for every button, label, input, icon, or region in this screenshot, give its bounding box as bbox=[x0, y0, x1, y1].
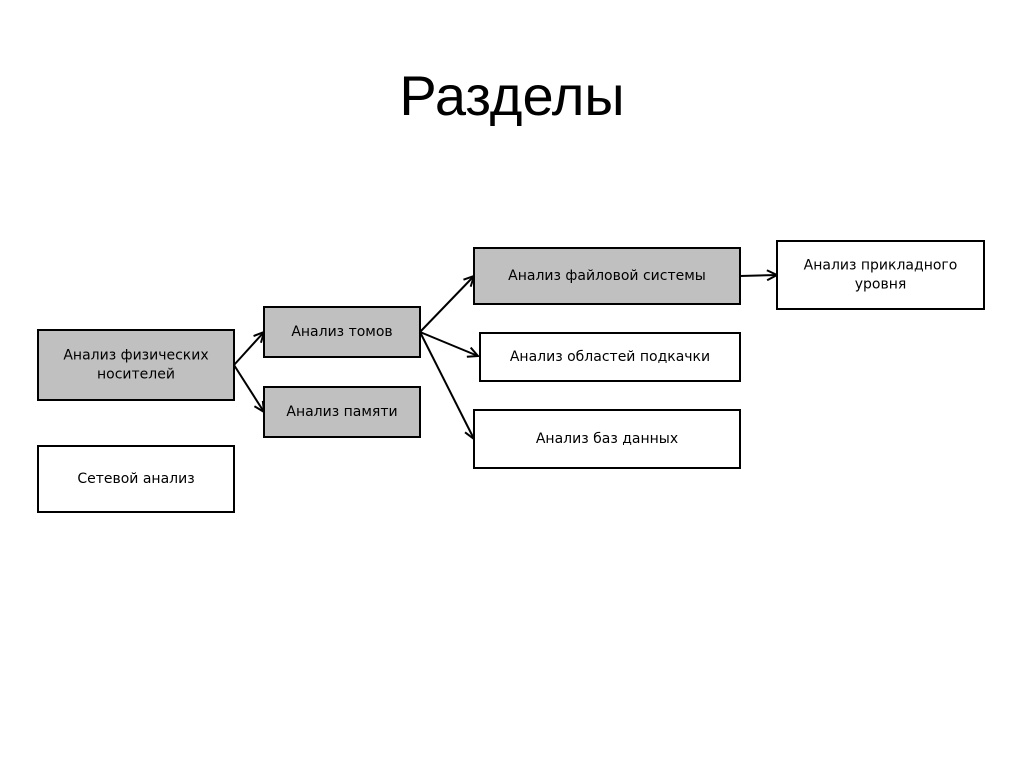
arrow-physical-to-memory bbox=[233, 364, 264, 412]
node-label-physical-0: Анализ физических bbox=[63, 348, 208, 364]
node-box-swap bbox=[479, 332, 741, 382]
node-application: Анализ прикладного уровня bbox=[776, 240, 985, 310]
arrow-filesystem-to-application bbox=[739, 275, 777, 276]
node-box-filesystem bbox=[473, 247, 741, 305]
node-box-network bbox=[37, 445, 235, 513]
node-label-filesystem-0: Анализ файловой системы bbox=[508, 268, 706, 284]
node-label-swap-0: Анализ областей подкачки bbox=[510, 349, 710, 365]
arrow-volumes-to-databases bbox=[419, 331, 474, 439]
node-label-network-0: Сетевой анализ bbox=[77, 471, 194, 487]
edges-layer bbox=[233, 275, 777, 439]
node-label-application-1: уровня bbox=[855, 277, 907, 293]
node-box-volumes bbox=[263, 306, 421, 358]
node-swap: Анализ областей подкачки bbox=[479, 332, 741, 382]
slide-title: Разделы bbox=[399, 64, 625, 127]
node-label-databases-0: Анализ баз данных bbox=[536, 431, 678, 447]
node-label-volumes-0: Анализ томов bbox=[291, 324, 392, 340]
node-label-application-0: Анализ прикладного bbox=[804, 258, 958, 274]
node-box-databases bbox=[473, 409, 741, 469]
node-box-memory bbox=[263, 386, 421, 438]
arrow-volumes-to-filesystem bbox=[419, 276, 474, 333]
node-volumes: Анализ томов bbox=[263, 306, 421, 358]
node-label-memory-0: Анализ памяти bbox=[286, 404, 397, 420]
arrow-volumes-to-swap bbox=[419, 331, 478, 356]
arrow-physical-to-volumes bbox=[233, 332, 264, 366]
node-box-application bbox=[776, 240, 985, 310]
node-network: Сетевой анализ bbox=[37, 445, 235, 513]
node-databases: Анализ баз данных bbox=[473, 409, 741, 469]
node-filesystem: Анализ файловой системы bbox=[473, 247, 741, 305]
node-label-physical-1: носителей bbox=[97, 367, 175, 383]
node-memory: Анализ памяти bbox=[263, 386, 421, 438]
node-physical: Анализ физических носителей bbox=[37, 329, 235, 401]
node-box-physical bbox=[37, 329, 235, 401]
